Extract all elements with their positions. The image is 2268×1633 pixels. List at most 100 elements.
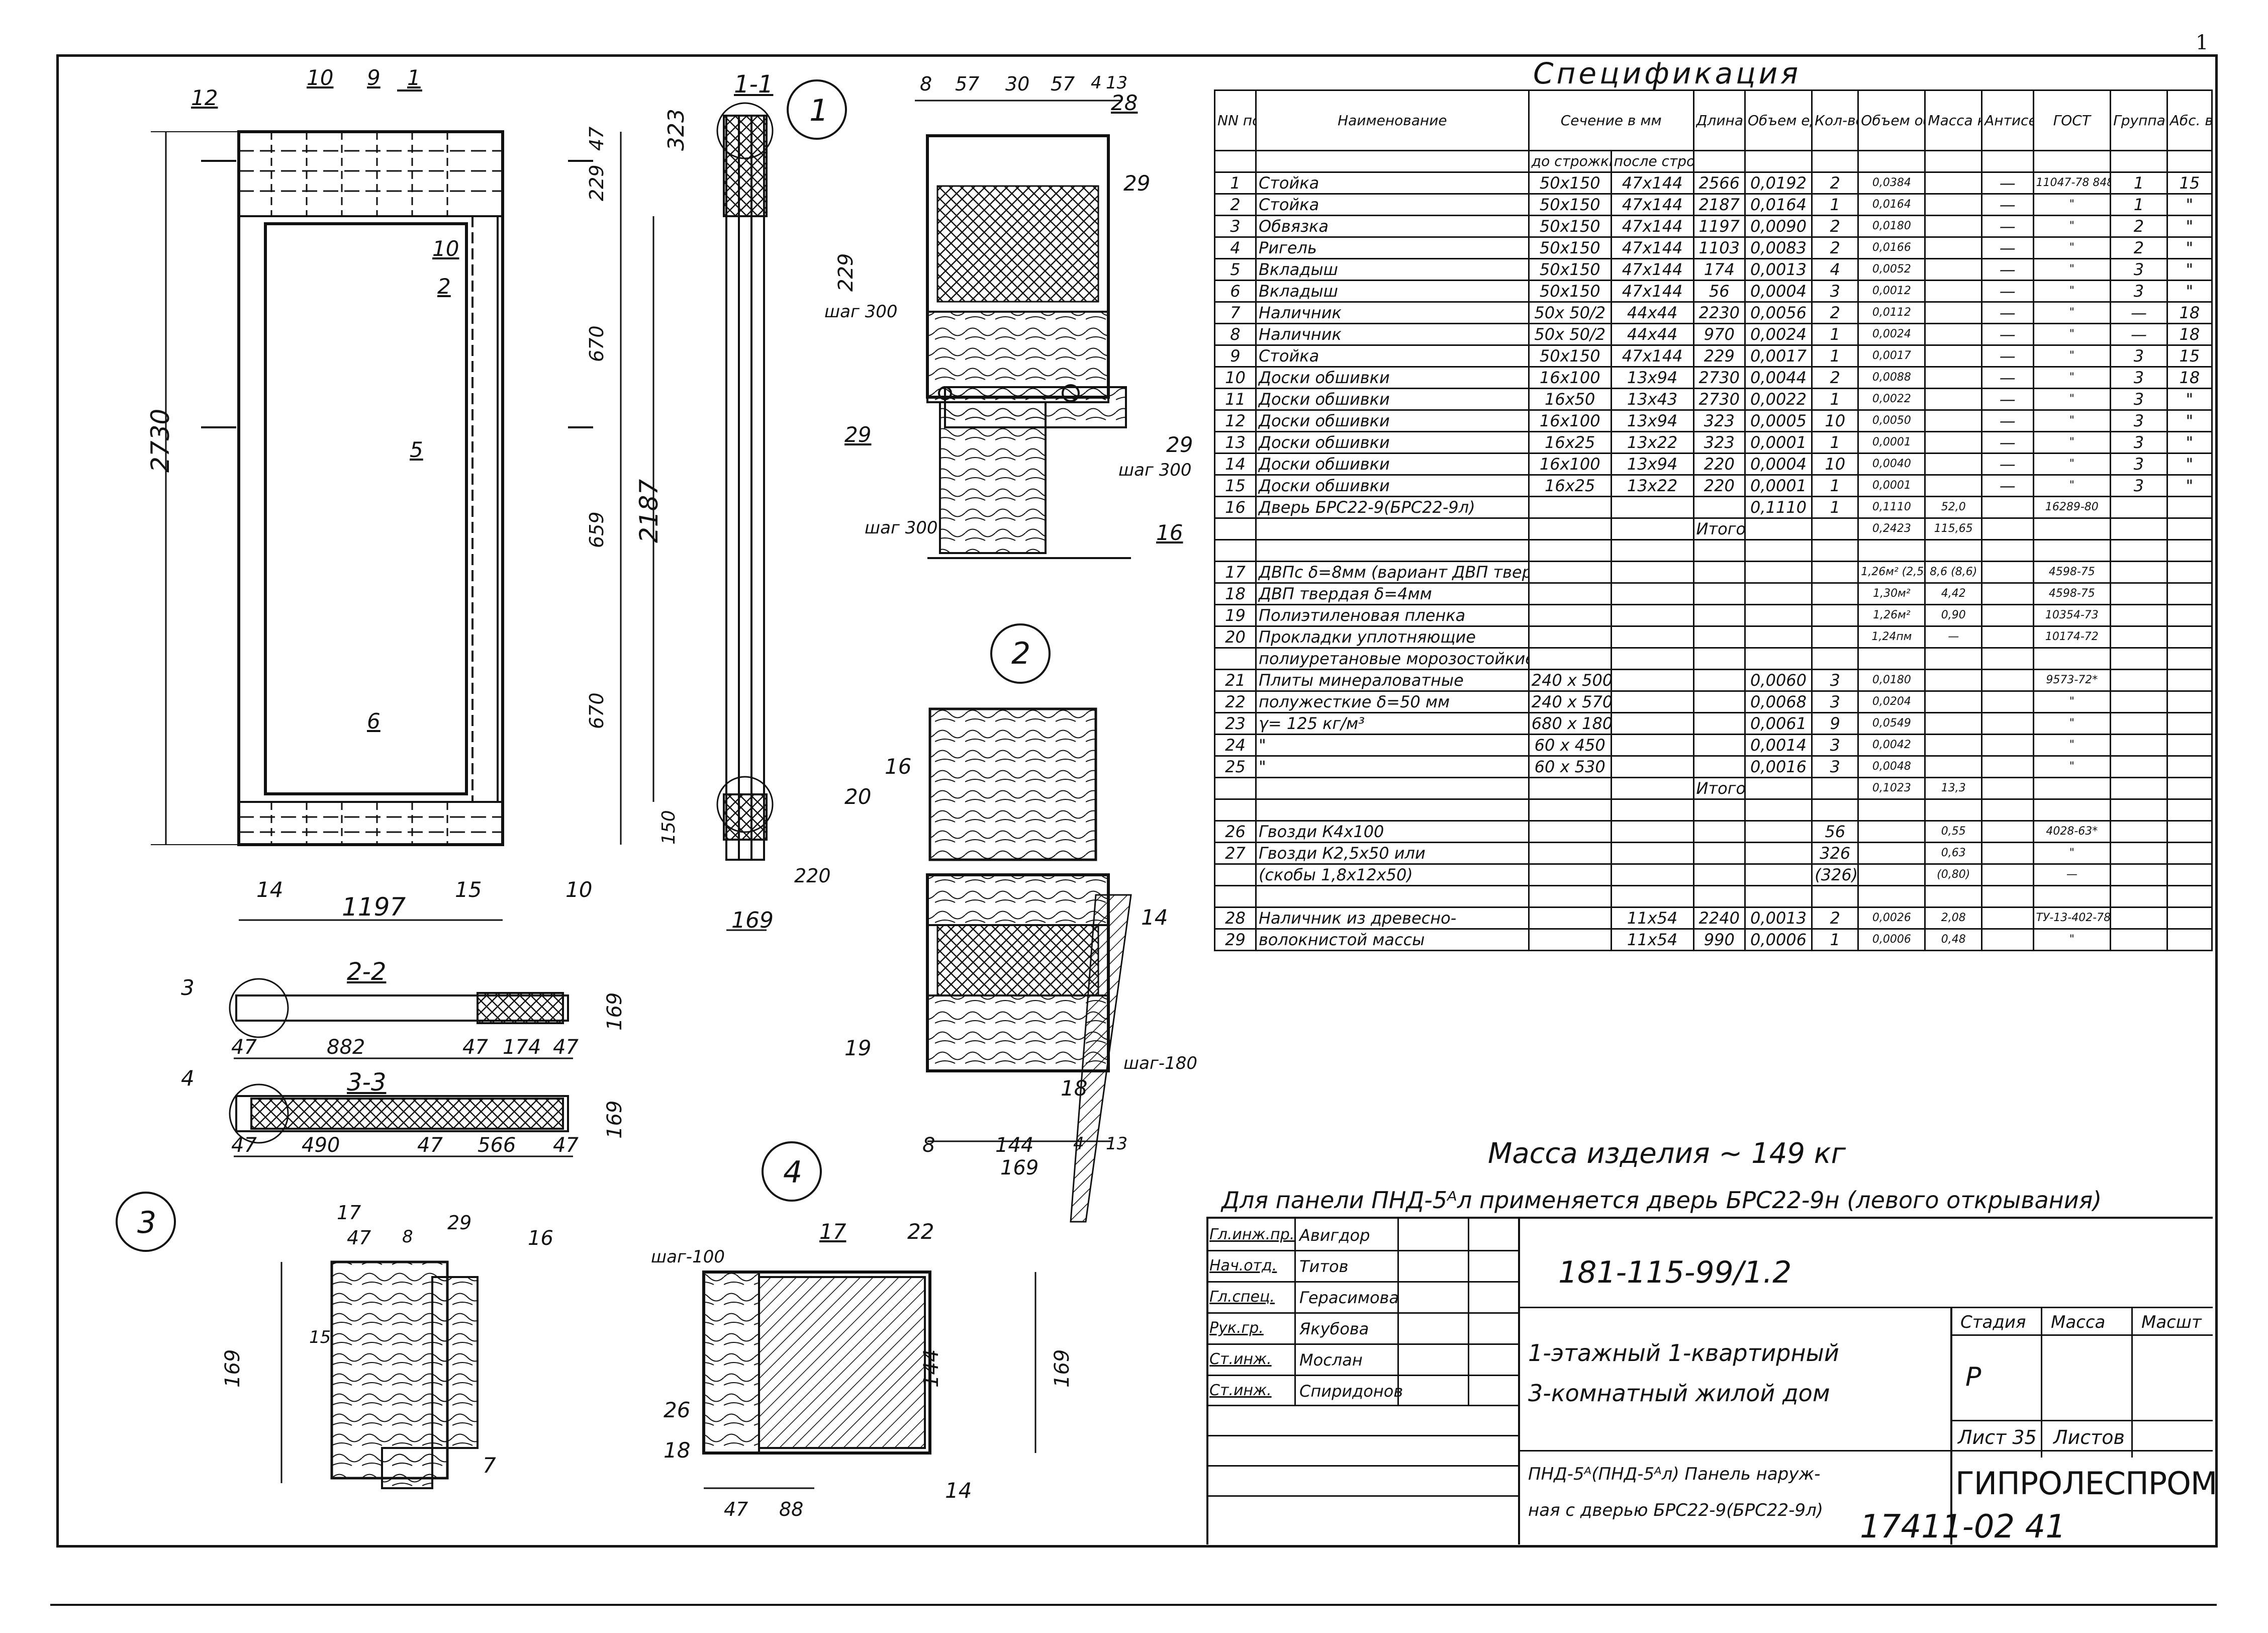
spec-cell: 29 [1214,928,1257,951]
spec-cell [1924,669,1983,692]
spec-cell: Прокладки уплотняющие [1255,625,1530,649]
spec-cell: 2 [2110,236,2168,259]
spec-cell: 323 [1692,409,1746,432]
spec-cell [1857,820,1926,843]
spec-cell: 50x150 [1528,344,1612,368]
spec-cell: Итого: [1692,777,1746,800]
sheet-number: Лист 35 [1958,1426,2037,1448]
sheet-frame [56,54,2218,1548]
spec-cell: 16x100 [1528,409,1612,432]
spec-cell: Доски обшивки [1255,388,1530,411]
detail4-dim-144: 144 [920,1349,943,1388]
spec-cell: (326) [1811,863,1859,886]
spec-cell: 0,0022 [1857,388,1926,411]
callout-3: 3 [137,1205,157,1240]
spec-cell [1981,820,2034,843]
spec-cell: 3 [1214,215,1257,238]
spec-cell [1981,798,2034,822]
spec-cell: 15 [2166,171,2213,195]
spec-cell [1610,647,1694,670]
spec-cell: 0,0017 [1744,344,1813,368]
spec-cell [1811,777,1859,800]
signature-name: Титов [1299,1257,1349,1276]
spec-cell [1811,885,1859,908]
detail4-dim-169: 169 [1051,1349,1074,1388]
spec-cell: 0,1110 [1744,496,1813,519]
detail4-shag: шаг-100 [651,1247,725,1267]
archive-number: 17411-02 41 [1860,1508,2066,1546]
signature-role: Нач.отд. [1209,1257,1277,1275]
spec-cell: — [1981,366,2034,389]
spec-cell: 0,0017 [1857,344,1926,368]
spec-cell [1610,798,1694,822]
spec-cell: 1 [1811,474,1859,497]
spec-cell [1981,777,2034,800]
spec-cell: 0,0026 [1857,906,1926,930]
spec-cell [1692,625,1746,649]
spec-cell [2166,690,2213,713]
spec-cell [1610,777,1694,800]
spec-cell [2166,863,2213,886]
spec-cell: 2 [1811,215,1859,238]
spec-cell [2032,517,2112,540]
door-note: Для панели ПНД-5ᴬл применяется дверь БРС… [1221,1187,2102,1214]
spec-cell: — [1981,409,2034,432]
spec-cell [1610,604,1694,627]
spec-cell [2032,647,2112,670]
spec-cell [2032,777,2112,800]
spec-cell [1744,863,1813,886]
spec-cell: ДВПс δ=8мм (вариант ДВП твердая 2x4) [1255,561,1530,584]
spec-cell: 5 [1214,258,1257,281]
spec-cell [1744,777,1813,800]
col-section-before: до строжки [1528,150,1612,173]
signature-role: Рук.гр. [1209,1319,1264,1337]
spec-cell: 23 [1214,712,1257,735]
spec-cell: 115,65 [1924,517,1983,540]
spec-cell [1744,842,1813,865]
spec-cell [1857,647,1926,670]
spec-cell: 1,24пм [1857,625,1926,649]
spec-cell [1692,496,1746,519]
spec-cell [1924,712,1983,735]
leader-28: 29 [447,1212,472,1234]
spec-cell [1692,734,1746,757]
spec-cell [1692,561,1746,584]
section-2-2 [229,978,573,1059]
section-1-1 [716,102,774,931]
spec-cell: 13x43 [1610,388,1694,411]
section-2-2-dim-b: 882 [327,1036,365,1059]
spec-cell [2166,885,2213,908]
spec-cell: 3 [1811,690,1859,713]
spec-cell: " [2032,928,2112,951]
spec-cell: 12 [1214,409,1257,432]
spec-cell [1528,798,1612,822]
detail3-dim-47: 47 [347,1227,371,1249]
spec-cell: 10354-73 [2032,604,2112,627]
spec-cell: Доски обшивки [1255,431,1530,454]
specification-table: NN поз Наименование Сечение в мм Длина в… [1214,89,2213,951]
spec-cell: 16 [1214,496,1257,519]
spec-cell: — [1981,344,2034,368]
spec-cell [1610,539,1694,562]
section-1-1-top-dim: 323 [664,109,689,151]
spec-cell [1528,496,1612,519]
spec-row: полиуретановые морозостойкие [1214,647,2213,670]
spec-cell: Доски обшивки [1255,452,1530,476]
spec-cell [1924,452,1983,476]
spec-cell: 0,0048 [1857,755,1926,778]
spec-cell: 3 [1811,755,1859,778]
spec-cell: 56 [1811,820,1859,843]
spec-cell: 11047-78 8486-66 [2032,171,2112,195]
col-moisture: Абс. влажн. % [2166,89,2213,151]
spec-cell [1924,690,1983,713]
signature-name: Мослан [1299,1350,1363,1370]
spec-cell: 0,0024 [1857,323,1926,346]
spec-cell: " [2032,193,2112,216]
spec-cell: 1197 [1692,215,1746,238]
spec-cell: 3 [1811,734,1859,757]
spec-row [1214,885,2213,908]
